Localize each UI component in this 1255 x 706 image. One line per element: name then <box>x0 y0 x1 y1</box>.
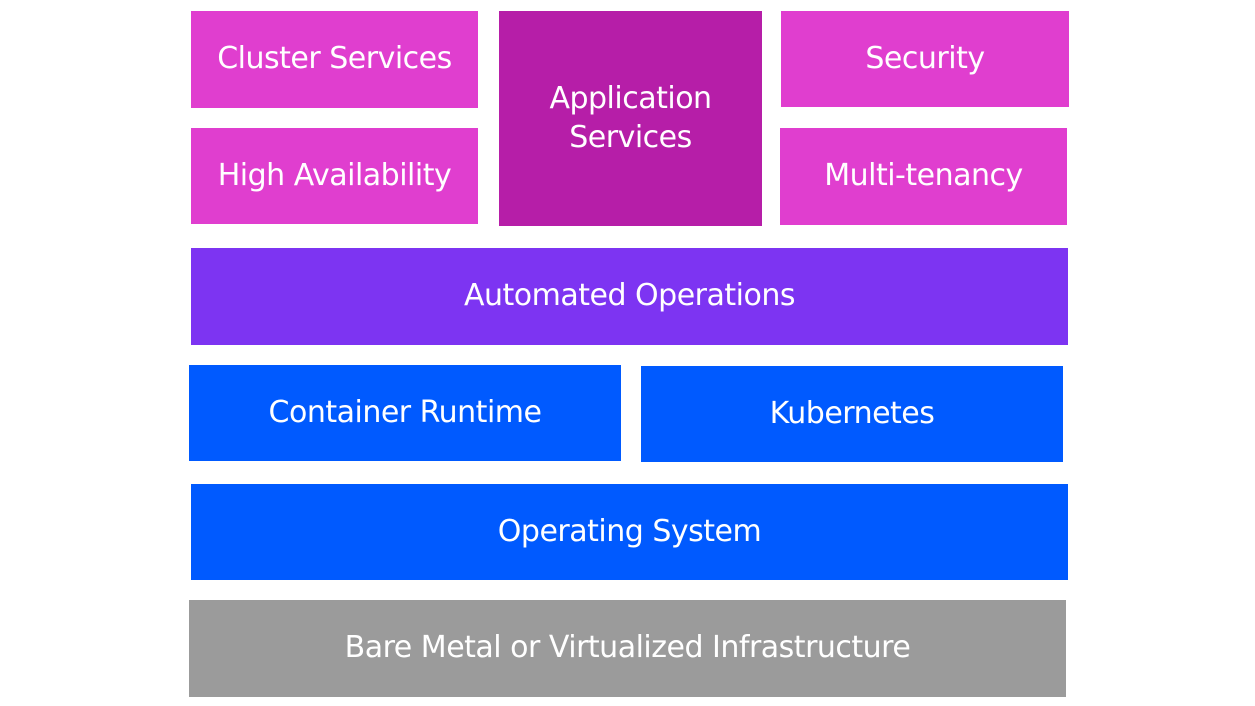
application-services-block: Application Services <box>499 11 762 226</box>
automated-operations-label: Automated Operations <box>464 278 796 314</box>
security-block: Security <box>781 11 1069 107</box>
container-runtime-block: Container Runtime <box>189 365 621 461</box>
kubernetes-label: Kubernetes <box>769 395 935 431</box>
multi-tenancy-block: Multi-tenancy <box>780 128 1067 225</box>
high-availability-label: High Availability <box>217 157 452 193</box>
infrastructure-block: Bare Metal or Virtualized Infrastructure <box>189 600 1066 697</box>
infrastructure-label: Bare Metal or Virtualized Infrastructure <box>344 630 911 666</box>
cluster-services-block: Cluster Services <box>191 11 478 108</box>
multi-tenancy-label: Multi-tenancy <box>824 158 1023 194</box>
security-label: Security <box>865 40 985 76</box>
application-services-label-line1: Application <box>549 81 712 117</box>
high-availability-block: High Availability <box>191 128 478 224</box>
container-runtime-label: Container Runtime <box>268 394 542 430</box>
cluster-services-label: Cluster Services <box>217 41 452 77</box>
automated-operations-block: Automated Operations <box>191 248 1068 345</box>
operating-system-block: Operating System <box>191 484 1068 580</box>
kubernetes-block: Kubernetes <box>641 366 1063 462</box>
operating-system-label: Operating System <box>497 513 762 549</box>
application-services-label-line2: Services <box>569 119 692 155</box>
